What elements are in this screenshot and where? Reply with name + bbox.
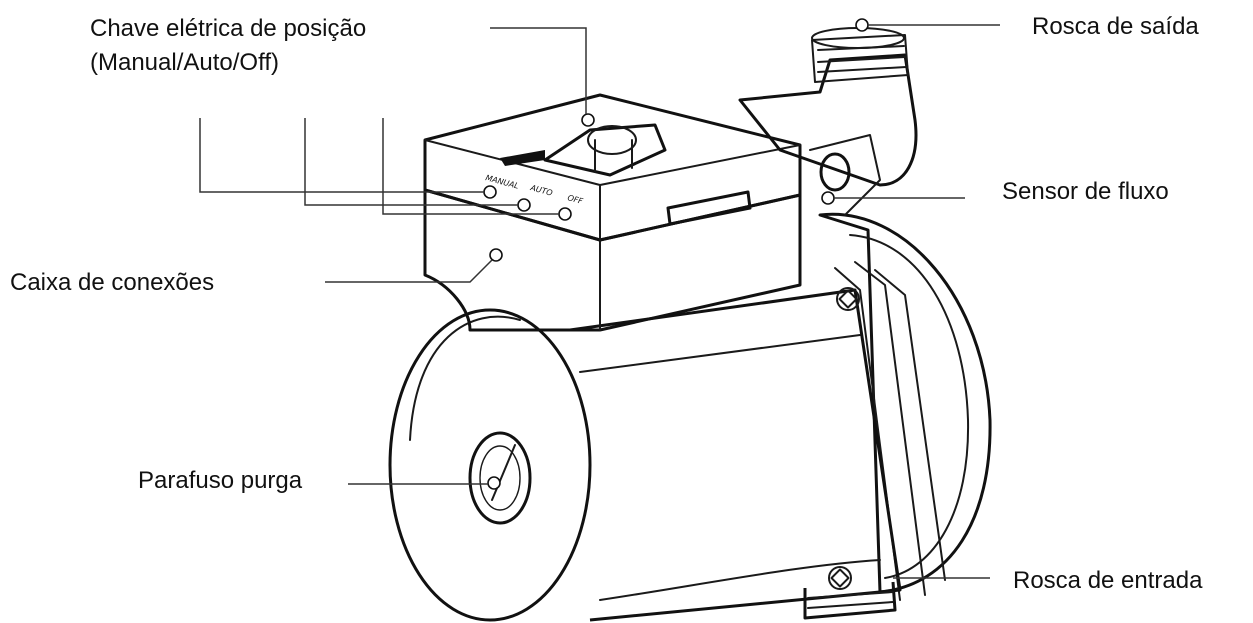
label-purge-screw: Parafuso purga: [138, 467, 303, 494]
junction-box: [423, 188, 802, 332]
bolt-lower: [828, 566, 852, 590]
switch-pos-off: OFF: [566, 193, 584, 206]
junction-box-marker: [489, 248, 503, 262]
purge-screw-marker: [487, 476, 501, 490]
label-inlet-thread: Rosca de entrada: [1013, 567, 1203, 594]
label-flow-sensor: Sensor de fluxo: [1002, 178, 1169, 205]
leader-lines: [199, 24, 1000, 579]
pump-housing: [818, 212, 992, 594]
inlet-thread: [803, 581, 897, 620]
off-marker: [558, 207, 572, 221]
label-electrical-switch-title: Chave elétrica de posição: [90, 15, 367, 42]
manual-marker: [483, 185, 497, 199]
flow-sensor-marker: [821, 191, 835, 205]
motor-end-cap: [388, 308, 592, 622]
switch-marker: [581, 113, 595, 127]
selector-knob: [543, 123, 667, 177]
outlet-elbow: [738, 53, 918, 187]
bolt-upper: [836, 287, 860, 311]
switch-pos-auto: AUTO: [529, 183, 554, 198]
label-junction-box: Caixa de conexões: [10, 269, 215, 296]
outlet-marker: [855, 18, 869, 32]
label-electrical-switch-modes: (Manual/Auto/Off): [90, 49, 279, 76]
switch-box: [423, 93, 802, 242]
pump-illustration: MANUAL AUTO OFF: [388, 18, 992, 622]
purge-screw: [468, 431, 532, 525]
label-electrical-switch: Chave elétrica de posição (Manual/Auto/O…: [90, 12, 366, 80]
flow-sensor: [819, 152, 851, 192]
motor-body: [569, 288, 902, 622]
auto-marker: [517, 198, 531, 212]
label-outlet-thread: Rosca de saída: [1032, 13, 1199, 40]
